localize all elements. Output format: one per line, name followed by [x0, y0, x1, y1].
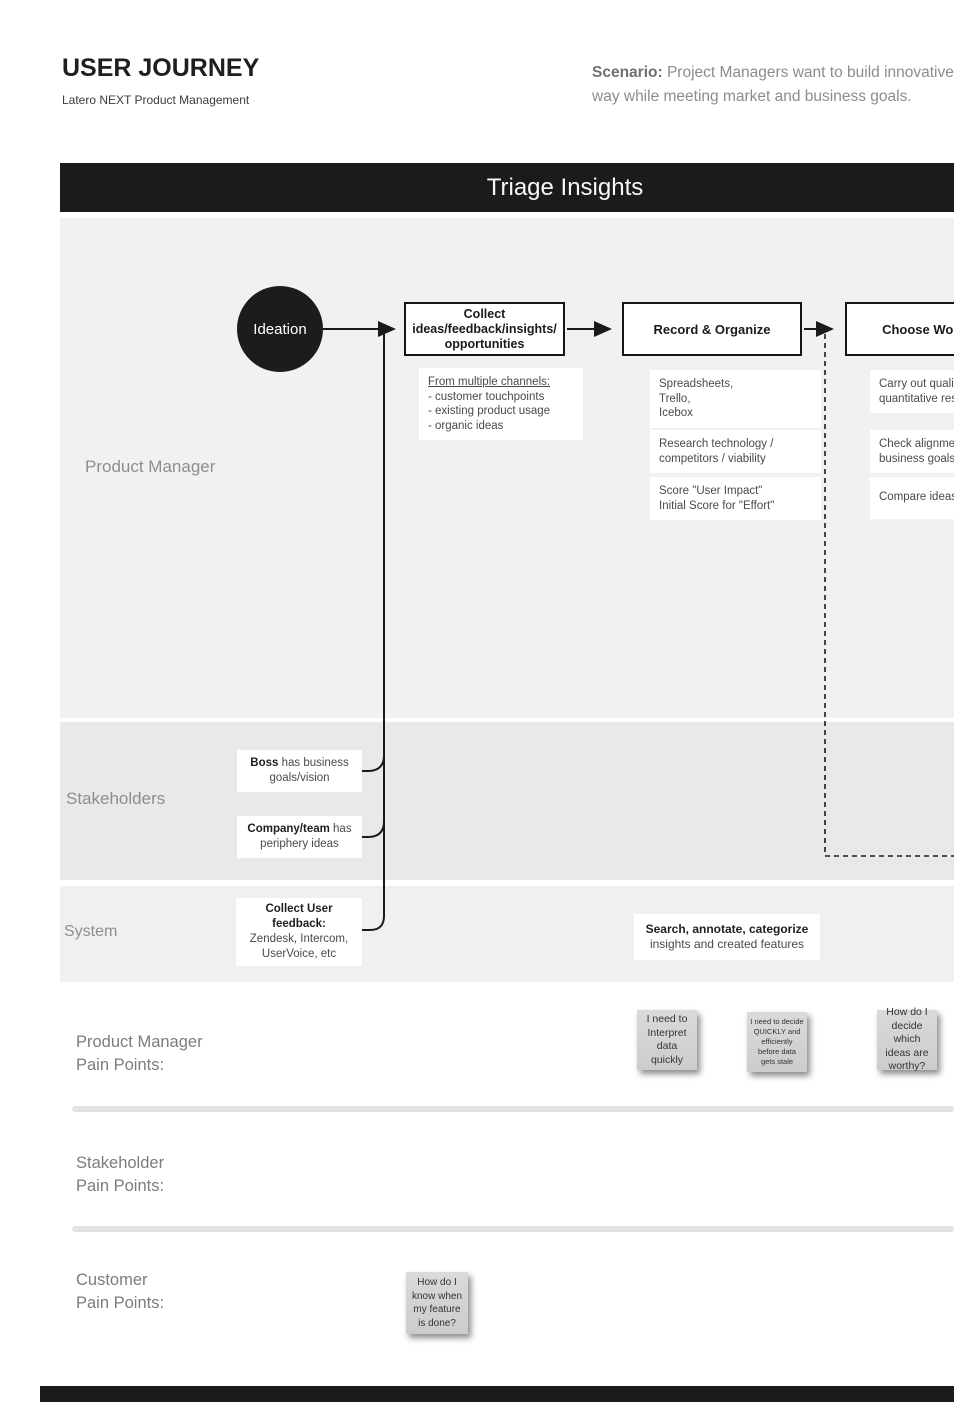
phase-header-bar: Triage Insights [60, 163, 954, 212]
divider [72, 1106, 954, 1112]
record-note-tools: Spreadsheets, Trello, Icebox [650, 370, 821, 428]
scenario-line-1: Scenario: Project Managers want to build… [592, 64, 954, 81]
page-subtitle: Latero NEXT Product Management [62, 93, 250, 107]
record-organize-label: Record & Organize [653, 321, 771, 337]
lane-label-system: System [64, 923, 118, 940]
boss-note: Boss has business goals/vision [237, 750, 362, 792]
collect-line-1: Collect [463, 306, 506, 321]
choose-note-compare: Compare ideas [870, 477, 954, 519]
search-annotate-note: Search, annotate, categorize insights an… [634, 914, 820, 960]
scenario-line-2: way while meeting market and business go… [592, 87, 912, 105]
scenario-label: Scenario: [592, 64, 663, 81]
collect-line-3: opportunities [444, 336, 525, 351]
pm-pain-sticky-3: How do I decide which ideas are worthy? [877, 1006, 937, 1072]
phase-title: Triage Insights [486, 173, 644, 201]
pain-label-customer: Customer Pain Points: [76, 1271, 165, 1312]
choose-worthy-box: Choose Worthy [845, 302, 954, 356]
channels-note-item: - existing product usage [428, 405, 551, 417]
lane-label-stakeholders: Stakeholders [66, 789, 166, 808]
record-note-score: Score "User Impact" Initial Score for "E… [650, 477, 821, 520]
collect-line-2: ideas/feedback/insights/ [412, 321, 557, 336]
choose-note-research: Carry out qualitative / quantitative res… [870, 370, 954, 413]
pm-pain-sticky-2: I need to decide QUICKLY and efficiently… [747, 1012, 807, 1072]
ideation-node: Ideation [237, 286, 323, 372]
divider [72, 1226, 954, 1232]
channels-note-item: - organic ideas [428, 419, 504, 432]
pm-pain-sticky-1: I need to Interpret data quickly [637, 1010, 697, 1070]
record-organize-box: Record & Organize [622, 302, 802, 356]
channels-note: From multiple channels: - customer touch… [419, 368, 583, 440]
collect-box: Collect ideas/feedback/insights/ opportu… [404, 302, 565, 356]
next-phase-bar-partial [40, 1386, 954, 1402]
lane-stakeholders [60, 722, 954, 880]
company-team-note-text: Company/team has periphery ideas [247, 823, 352, 850]
choose-note-alignment: Check alignment with business goals [870, 430, 954, 473]
customer-pain-sticky: How do I know when my feature is done? [406, 1272, 468, 1334]
pain-label-stakeholder: Stakeholder Pain Points: [76, 1154, 165, 1195]
collect-feedback-note: Collect User feedback: Zendesk, Intercom… [236, 898, 362, 966]
company-team-note: Company/team has periphery ideas [237, 816, 362, 858]
pain-label-product-manager: Product Manager Pain Points: [76, 1033, 203, 1074]
boss-note-text: Boss has business goals/vision [250, 757, 349, 784]
page-title: USER JOURNEY [62, 54, 260, 82]
record-note-research: Research technology / competitors / viab… [650, 430, 821, 473]
ideation-label: Ideation [253, 320, 307, 338]
lane-label-product-manager: Product Manager [85, 457, 216, 476]
choose-worthy-label: Choose Worthy [882, 321, 954, 337]
channels-note-item: - customer touchpoints [428, 390, 545, 403]
channels-note-title: From multiple channels: [428, 376, 551, 388]
scenario-text: Scenario: Project Managers want to build… [592, 61, 954, 108]
